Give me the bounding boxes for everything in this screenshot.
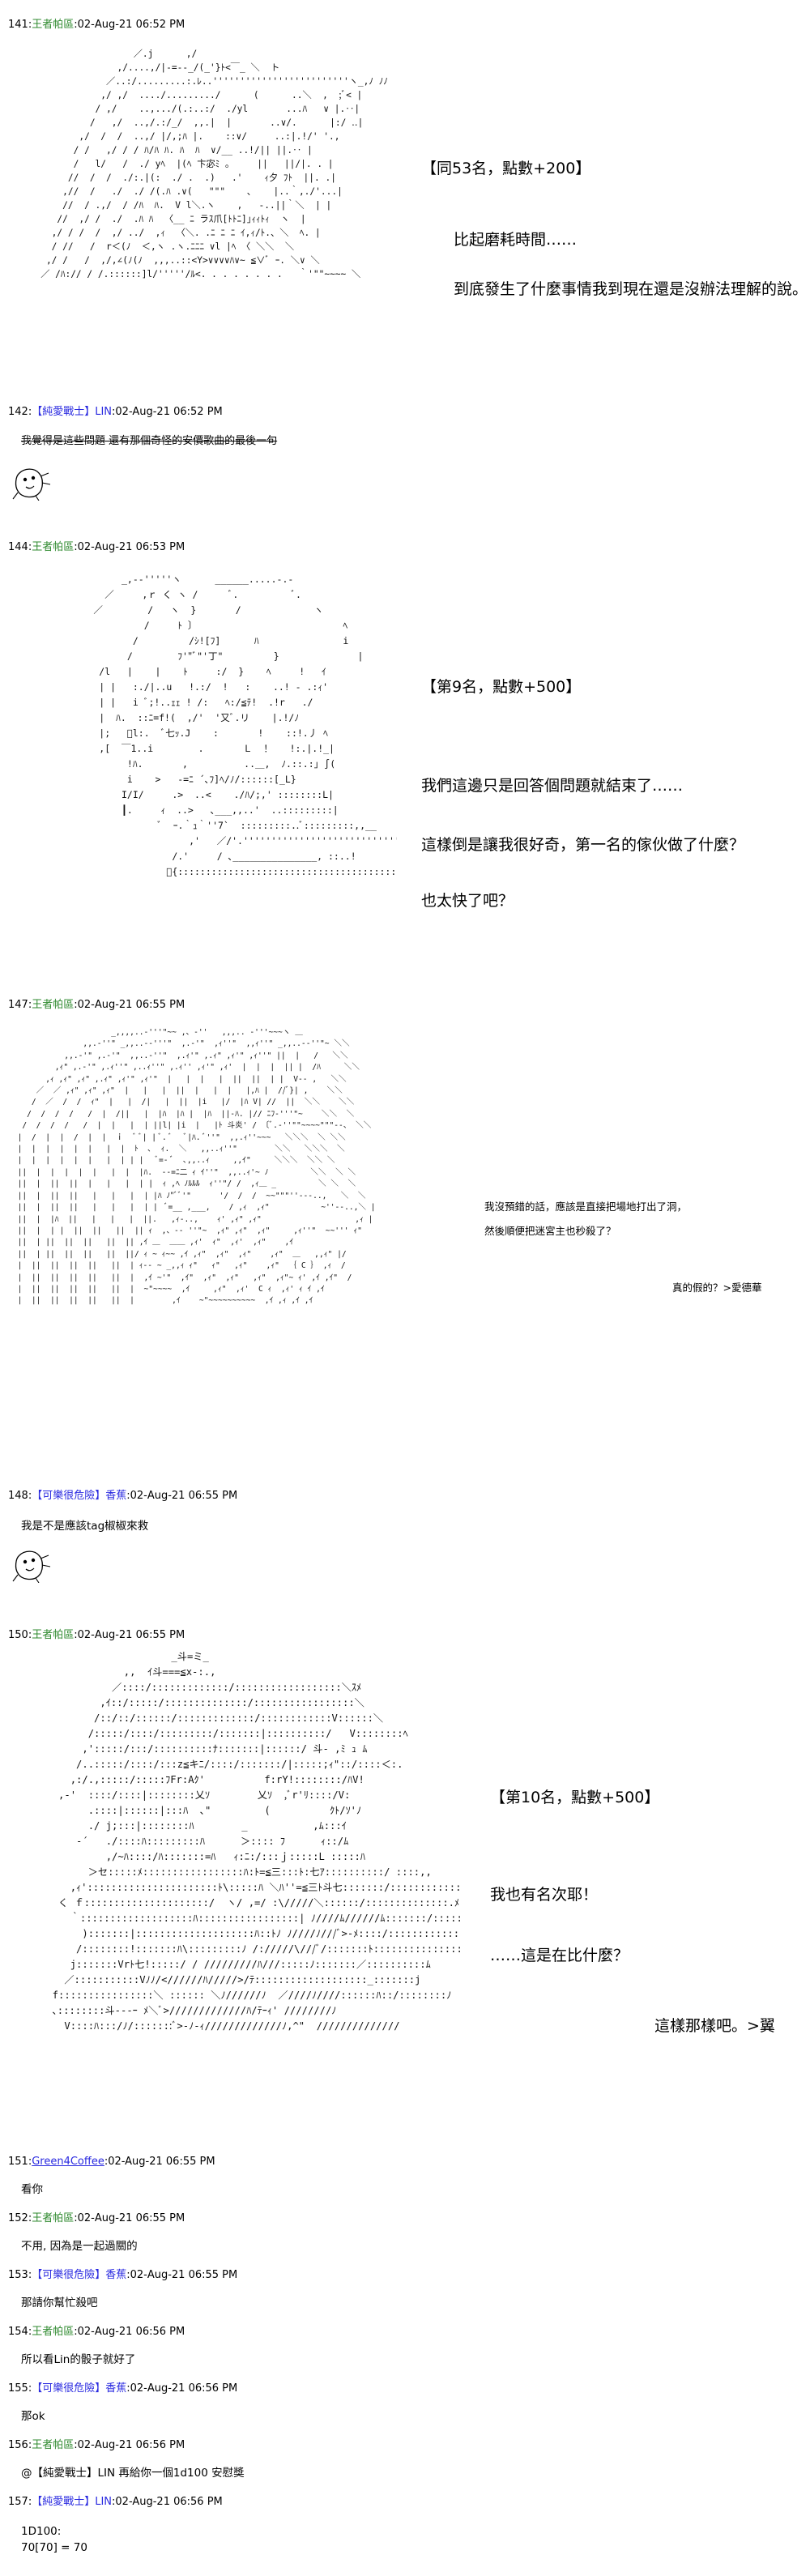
post-date: :02-Aug-21 06:52 PM [74, 19, 185, 31]
post-date: :02-Aug-21 06:55 PM [74, 999, 185, 1011]
message-148: 我是不是應該tag椒椒來救 [21, 1520, 149, 1533]
post-date: :02-Aug-21 06:56 PM [112, 2496, 223, 2508]
post-number: 147: [8, 999, 32, 1011]
post-header-153: 153:【可樂很危險】香蕉:02-Aug-21 06:55 PM [8, 2268, 237, 2283]
post-header-147: 147:王者帕區:02-Aug-21 06:55 PM [8, 998, 185, 1013]
message-142: 我覺得是這些問題 還有那個奇怪的安價歌曲的最後一句 [21, 435, 278, 447]
poster-name-link[interactable]: 王者帕區 [32, 999, 75, 1011]
message-153: 那請你幫忙殺吧 [21, 2297, 98, 2309]
dice-roll-result: 70[70] = 70 [21, 2541, 87, 2554]
post-date: :02-Aug-21 06:55 PM [126, 2269, 238, 2281]
smiley-face-icon [11, 1547, 52, 1586]
post-header-148: 148:【可樂很危險】香蕉:02-Aug-21 06:55 PM [8, 1489, 237, 1503]
post-number: 157: [8, 2496, 32, 2508]
poster-name-link[interactable]: 【可樂很危險】香蕉 [32, 1490, 127, 1502]
post-date: :02-Aug-21 06:55 PM [74, 1629, 185, 1641]
post-number: 151: [8, 2156, 32, 2168]
poster-name-link[interactable]: 王者帕區 [32, 19, 75, 31]
post-number: 152: [8, 2212, 32, 2224]
poster-name-link[interactable]: 王者帕區 [32, 541, 75, 553]
post-number: 154: [8, 2326, 32, 2338]
side-text-144-3: 這樣倒是讓我很好奇，第一名的傢伙做了什麼？ [421, 836, 745, 854]
post-date: :02-Aug-21 06:56 PM [126, 2382, 238, 2395]
side-text-150-4: 這樣那樣吧。>翼 [654, 2017, 775, 2035]
side-text-147-1: 我沒預錯的話，應該是直接把場地打出了洞， [484, 1201, 688, 1213]
post-header-154: 154:王者帕區:02-Aug-21 06:56 PM [8, 2325, 185, 2339]
post-number: 141: [8, 19, 32, 31]
poster-name-link[interactable]: Green4Coffee [32, 2156, 104, 2168]
post-number: 150: [8, 1629, 32, 1641]
side-text-141-3: 到底發生了什麼事情我到現在還是沒辦法理解的說。 [454, 280, 808, 298]
side-text-150-1: 【第10名，點數+500】 [490, 1789, 660, 1806]
post-date: :02-Aug-21 06:53 PM [74, 541, 185, 553]
message-151: 看你 [21, 2183, 43, 2196]
post-header-141: 141:王者帕區:02-Aug-21 06:52 PM [8, 18, 185, 32]
post-header-150: 150:王者帕區:02-Aug-21 06:55 PM [8, 1628, 185, 1643]
dice-roll-label: 1D100: [21, 2525, 62, 2538]
smiley-face-icon [11, 465, 52, 504]
post-date: :02-Aug-21 06:56 PM [74, 2326, 185, 2338]
side-text-147-2: 然後順便把迷宮主也秒殺了？ [484, 1225, 616, 1237]
poster-name-link[interactable]: 【純愛戰士】LIN [32, 2496, 113, 2508]
post-date: :02-Aug-21 06:55 PM [126, 1490, 238, 1502]
side-text-150-3: ……這是在比什麼？ [490, 1947, 629, 1964]
post-header-142: 142:【純愛戰士】LIN:02-Aug-21 06:52 PM [8, 405, 223, 420]
post-date: :02-Aug-21 06:52 PM [112, 406, 223, 418]
ascii-art-141: ／.j ,/ ,/....,/|‐=‐-_/(_'}ﾄ<￣_ ＼ ト ／..:/… [40, 49, 388, 279]
post-date: :02-Aug-21 06:55 PM [104, 2156, 215, 2168]
message-152: 不用, 因為是一起過關的 [21, 2240, 138, 2253]
poster-name-link[interactable]: 【純愛戰士】LIN [32, 406, 113, 418]
poster-name-link[interactable]: 【可樂很危險】香蕉 [32, 2269, 127, 2281]
poster-name-link[interactable]: 王者帕區 [32, 2212, 75, 2224]
post-header-156: 156:王者帕區:02-Aug-21 06:56 PM [8, 2438, 185, 2453]
side-text-144-4: 也太快了吧？ [421, 892, 514, 910]
post-header-157: 157:【純愛戰士】LIN:02-Aug-21 06:56 PM [8, 2495, 223, 2510]
post-header-155: 155:【可樂很危險】香蕉:02-Aug-21 06:56 PM [8, 2382, 237, 2396]
post-number: 156: [8, 2439, 32, 2451]
post-number: 144: [8, 541, 32, 553]
ascii-art-144: _,-‐'''''ヽ ______.....-.- ／ ,ｒ く ヽ / ﾞ. … [93, 574, 397, 877]
side-text-141-1: 【同53名，點數+200】 [421, 160, 591, 177]
message-155: 那ok [21, 2410, 45, 2423]
post-number: 155: [8, 2382, 32, 2395]
poster-name-link[interactable]: 【可樂很危險】香蕉 [32, 2382, 127, 2395]
post-number: 153: [8, 2269, 32, 2281]
side-text-144-2: 我們這邊只是回答個問題就結束了…… [421, 777, 684, 795]
side-text-147-3: 真的假的？>愛德華 [672, 1282, 762, 1294]
post-header-152: 152:王者帕區:02-Aug-21 06:55 PM [8, 2211, 185, 2226]
poster-name-link[interactable]: 王者帕區 [32, 2326, 75, 2338]
ascii-art-150: _斗=ミ_ ,, ｲ斗===≦x-:., ／::::/:::::::::::::… [52, 1651, 460, 2032]
poster-name-link[interactable]: 王者帕區 [32, 2439, 75, 2451]
post-date: :02-Aug-21 06:56 PM [74, 2439, 185, 2451]
post-header-144: 144:王者帕區:02-Aug-21 06:53 PM [8, 540, 185, 555]
message-156: @【純愛戰士】LIN 再給你一個1d100 安慰獎 [21, 2467, 245, 2480]
post-number: 148: [8, 1490, 32, 1502]
ascii-art-147: _,,,,..-'''"~~ ,、-'' ,,,.. ‐'''~~~ヽ ＿ ,,… [17, 1028, 376, 1306]
side-text-150-2: 我也有名次耶！ [490, 1886, 599, 1904]
post-number: 142: [8, 406, 32, 418]
post-date: :02-Aug-21 06:55 PM [74, 2212, 185, 2224]
post-header-151: 151:Green4Coffee:02-Aug-21 06:55 PM [8, 2155, 215, 2169]
side-text-144-1: 【第9名，點數+500】 [421, 678, 582, 696]
message-154: 所以看Lin的骰子就好了 [21, 2353, 136, 2366]
side-text-141-2: 比起磨耗時間…… [454, 231, 578, 249]
poster-name-link[interactable]: 王者帕區 [32, 1629, 75, 1641]
